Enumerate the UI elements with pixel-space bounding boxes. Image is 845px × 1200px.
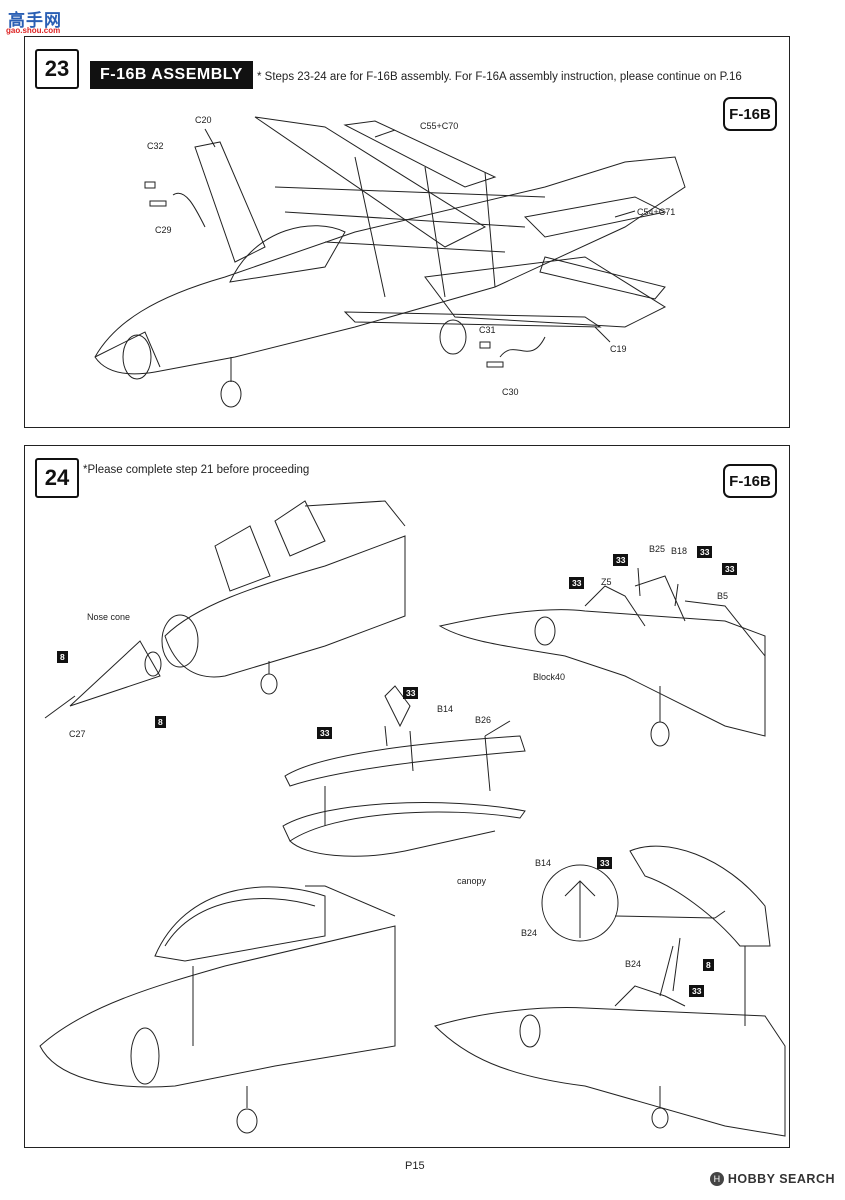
variant-badge: F-16B: [723, 464, 777, 498]
step24-drawings: [39, 500, 786, 1137]
part-label: C54+C71: [637, 207, 676, 217]
paint-code-badge: 33: [597, 857, 613, 869]
variant-badge: F-16B: [723, 97, 777, 131]
part-label: C30: [502, 387, 519, 397]
part-label: C31: [479, 325, 496, 335]
part-label: B5: [717, 591, 729, 601]
part-label: B14: [535, 858, 552, 868]
step-23-panel: 23 F-16B ASSEMBLY * Steps 23-24 are for …: [24, 36, 790, 428]
paint-code-badge: 33: [697, 546, 713, 558]
paint-code-badge: 33: [613, 554, 629, 566]
part-label: C20: [195, 115, 212, 125]
part-label: canopy: [457, 876, 487, 886]
step-24-panel: 24 *Please complete step 21 before proce…: [24, 445, 790, 1148]
page-number: P15: [405, 1160, 425, 1172]
assembly-title: F-16B ASSEMBLY: [90, 61, 253, 89]
part-label: B25: [649, 544, 666, 554]
part-label: C29: [155, 225, 172, 235]
brand-name: HOBBY SEARCH: [727, 1172, 835, 1186]
watermark-chars: 高手网: [8, 11, 62, 31]
part-label: B24: [625, 959, 642, 969]
watermark-url: gao.shou.com: [6, 26, 61, 35]
part-label: Nose cone: [87, 612, 131, 622]
part-label: C55+C70: [420, 121, 459, 131]
step-number: 23: [35, 49, 79, 89]
site-watermark: 高手网 gao.shou.com: [4, 6, 94, 36]
part-label: B14: [437, 704, 454, 714]
brand-watermark: H HOBBY SEARCH: [709, 1172, 835, 1186]
f16b-airframe-drawing: [94, 116, 686, 408]
part-label: Block40: [533, 672, 566, 682]
paint-code-badge: 33: [317, 727, 333, 739]
part-label: C32: [147, 141, 164, 151]
paint-code-badge: 8: [703, 959, 714, 971]
paint-code-badge: 8: [155, 716, 166, 728]
part-label: C27: [69, 729, 86, 739]
paint-code-badge: 33: [689, 985, 705, 997]
paint-code-badge: 33: [722, 563, 738, 575]
paint-code-badge: 33: [569, 577, 585, 589]
part-label: B26: [475, 715, 492, 725]
paint-code-badge: 33: [403, 687, 419, 699]
part-label: C19: [610, 344, 627, 354]
part-label: Z5: [601, 577, 612, 587]
hobby-search-logo-icon: H: [709, 1172, 724, 1186]
part-label: B18: [671, 546, 688, 556]
paint-code-badge: 8: [57, 651, 68, 663]
part-label: B24: [521, 928, 538, 938]
step-note: *Please complete step 21 before proceedi…: [83, 464, 310, 476]
step-note: * Steps 23-24 are for F-16B assembly. Fo…: [257, 71, 742, 83]
step-number: 24: [35, 458, 79, 498]
